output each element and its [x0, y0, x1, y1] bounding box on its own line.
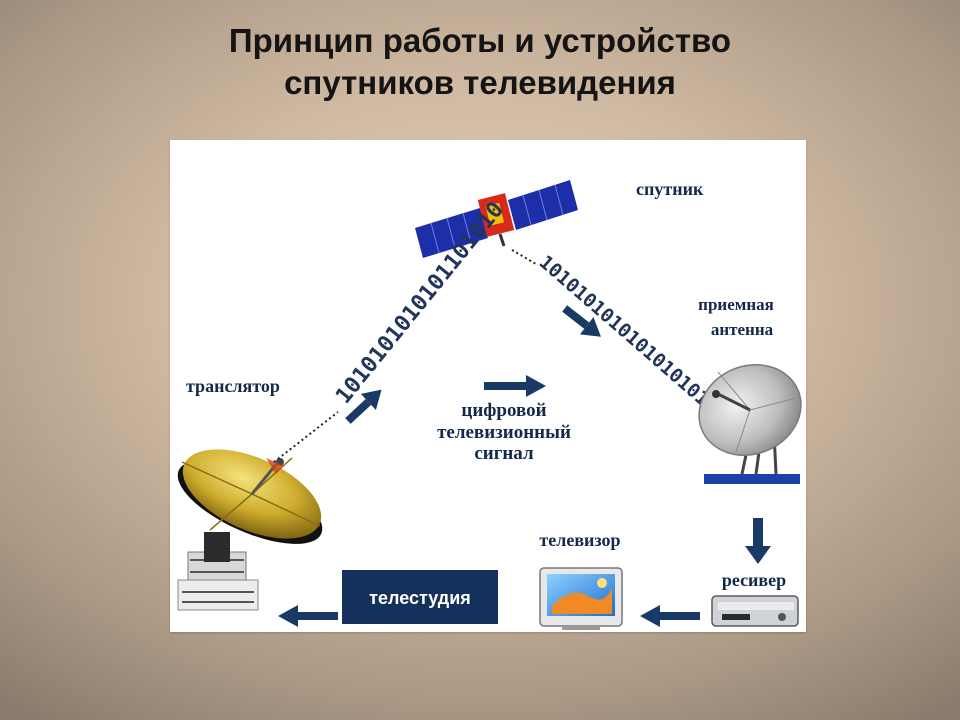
label-antenna-line-1: приемная [698, 295, 774, 314]
receiver-box-icon [711, 595, 799, 627]
studio-box [342, 570, 498, 624]
label-tv: телевизор [539, 530, 620, 550]
uplink-arrow-icon [345, 389, 382, 424]
label-signal-line-1: цифровой [461, 400, 546, 421]
label-satellite: спутник [636, 179, 704, 199]
satellite-tv-diagram: 1010101010101101010 1010101010101010101 [177, 179, 802, 630]
left-arrow-studio-icon [278, 605, 338, 627]
label-signal-line-2: телевизионный [437, 422, 571, 443]
label-antenna-line-2: антенна [711, 320, 774, 339]
title-line-2: спутников телевидения [284, 64, 676, 101]
receiving-dish-icon [698, 364, 802, 484]
label-transmitter: транслятор [186, 376, 280, 396]
satellite-icon [415, 180, 578, 258]
downlink-bits: 1010101010101010101 [535, 251, 713, 410]
down-arrow-icon [745, 518, 771, 564]
diagram-panel: 1010101010101101010 1010101010101010101 [170, 140, 806, 632]
title-line-1: Принцип работы и устройство [228, 22, 732, 59]
transmitter-dish-icon [177, 449, 323, 611]
television-icon [539, 567, 623, 630]
left-arrow-receiver-icon [640, 605, 700, 627]
label-studio: телестудия [369, 588, 471, 608]
downlink-arrow-icon [562, 305, 601, 337]
label-signal-line-3: сигнал [474, 443, 534, 464]
legend-arrow-icon [484, 375, 546, 397]
label-receiver: ресивер [722, 570, 786, 590]
slide-title: Принцип работы и устройство спутников те… [0, 20, 960, 104]
